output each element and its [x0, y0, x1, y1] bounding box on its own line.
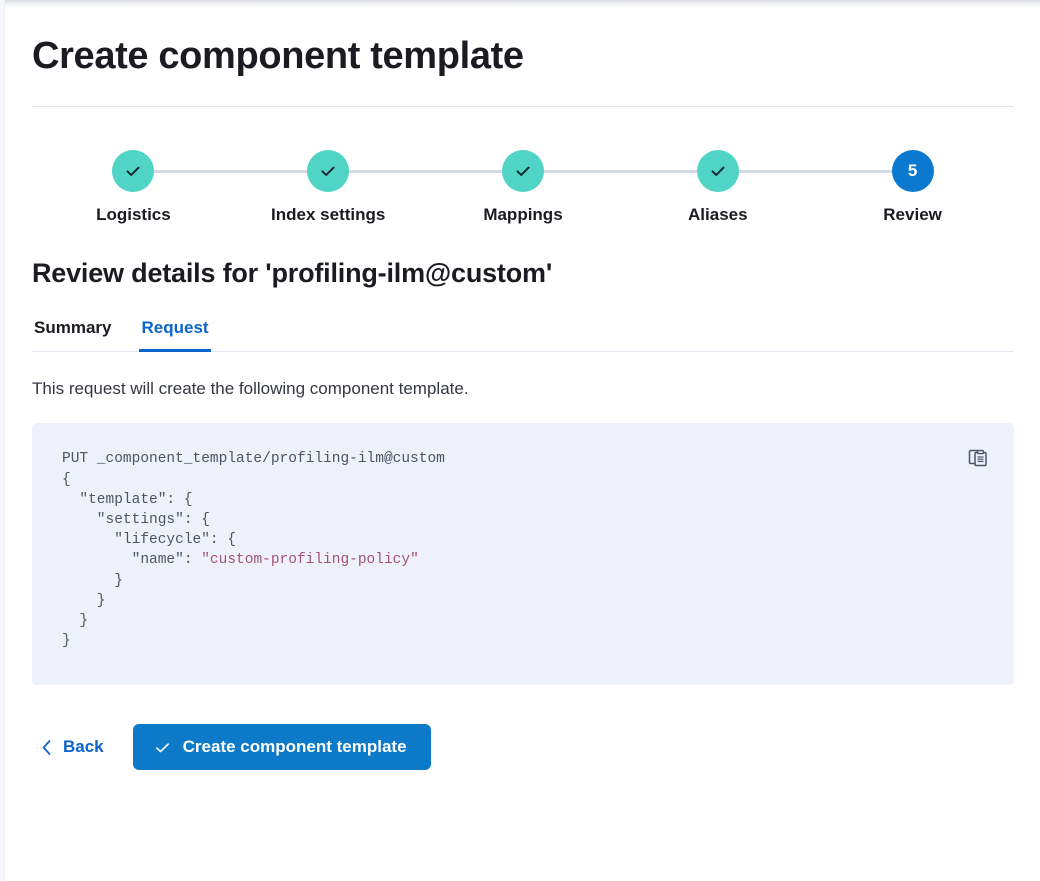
- page-body: Create component template Logistic: [6, 9, 1040, 881]
- step-connector-3-4: [526, 169, 722, 173]
- tab-request[interactable]: Request: [139, 318, 211, 352]
- clipboard-copy-icon[interactable]: [964, 443, 992, 471]
- step-connector-1-2: [134, 169, 330, 173]
- step-connector-4-5: [722, 169, 918, 173]
- create-component-template-button[interactable]: Create component template: [132, 724, 431, 771]
- review-heading: Review details for 'profiling-ilm@custom…: [32, 257, 553, 288]
- title-divider: [32, 105, 1014, 107]
- check-icon: [155, 743, 169, 753]
- left-edge-rail: [0, 0, 5, 881]
- step-review[interactable]: 5 Review: [815, 149, 1010, 225]
- code-tail: } } } }: [62, 572, 123, 650]
- step-review-bubble: 5: [891, 149, 934, 192]
- step-mappings-label: Mappings: [483, 204, 563, 224]
- code-head: PUT _component_template/profiling-ilm@cu…: [62, 451, 445, 549]
- step-aliases-label: Aliases: [688, 204, 748, 224]
- chevron-left-icon: [42, 740, 51, 755]
- request-code-panel: PUT _component_template/profiling-ilm@cu…: [32, 423, 1014, 686]
- code-string-value: "custom-profiling-policy": [201, 552, 419, 569]
- create-component-template-label: Create component template: [182, 737, 407, 757]
- step-indicator: Logistics Index settings: [32, 149, 1014, 234]
- step-aliases-bubble: [696, 149, 739, 192]
- step-logistics-bubble: [112, 149, 155, 192]
- step-index-settings-bubble: [307, 149, 350, 192]
- review-tabs: Summary Request: [32, 318, 1014, 352]
- wizard-actions: Back Create component template: [32, 724, 1014, 771]
- step-logistics-label: Logistics: [96, 204, 171, 224]
- step-review-label: Review: [883, 204, 942, 224]
- back-button[interactable]: Back: [32, 731, 116, 763]
- check-icon: [516, 166, 530, 176]
- step-mappings[interactable]: Mappings: [426, 149, 621, 225]
- code-name-prefix: "name":: [62, 552, 202, 569]
- step-logistics[interactable]: Logistics: [36, 149, 231, 225]
- check-icon: [126, 166, 140, 176]
- clipboard-copy-glyph: [968, 450, 987, 467]
- request-description: This request will create the following c…: [32, 378, 469, 398]
- check-icon: [711, 166, 725, 176]
- step-index-settings-label: Index settings: [271, 204, 386, 224]
- tab-summary[interactable]: Summary: [32, 318, 113, 352]
- page-title: Create component template: [32, 35, 524, 77]
- request-code: PUT _component_template/profiling-ilm@cu…: [62, 449, 984, 651]
- back-button-label: Back: [63, 737, 104, 757]
- step-connector-2-3: [330, 169, 526, 173]
- step-index-settings[interactable]: Index settings: [231, 149, 426, 225]
- step-mappings-bubble: [501, 149, 544, 192]
- top-header-shadow: [5, 0, 1040, 9]
- step-aliases[interactable]: Aliases: [620, 149, 815, 225]
- check-icon: [321, 166, 335, 176]
